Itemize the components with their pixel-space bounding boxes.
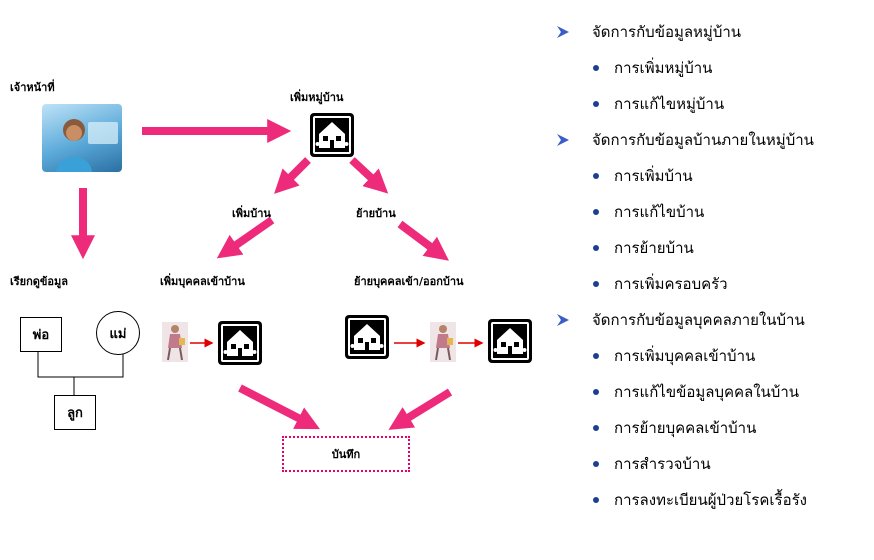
view-data-label: เรียกดูข้อมูล xyxy=(10,275,69,288)
list-item: การเพิ่มหมู่บ้าน xyxy=(556,50,874,86)
family-tree-connectors xyxy=(37,350,124,395)
officer-photo xyxy=(42,104,122,172)
item-label: การเพิ่มบุคคลเข้าบ้าน xyxy=(614,347,756,365)
village-house-icon xyxy=(309,112,355,158)
move-to-house-icon xyxy=(487,318,533,364)
record-label: บันทึก xyxy=(331,448,361,461)
move-person-label: ย้ายบุคคลเข้า/ออกบ้าน xyxy=(354,275,464,288)
item-label: การเพิ่มครอบครัว xyxy=(614,275,728,293)
item-label: การย้ายบ้าน xyxy=(614,239,694,257)
section-village: จัดการกับข้อมูลหมู่บ้าน xyxy=(556,14,874,50)
mother-circle: แม่ xyxy=(96,311,140,355)
list-item: การแก้ไขบ้าน xyxy=(556,194,874,230)
bullet-icon xyxy=(593,281,599,287)
list-item: การแก้ไขหมู่บ้าน xyxy=(556,86,874,122)
bullet-icon xyxy=(593,245,599,251)
add-house-label: เพิ่มบ้าน xyxy=(232,207,271,220)
list-item: การเพิ่มครอบครัว xyxy=(556,266,874,302)
arrow-to-move-person xyxy=(397,220,449,261)
item-label: การเพิ่มหมู่บ้าน xyxy=(614,59,713,77)
bullet-icon xyxy=(593,389,599,395)
bullet-icon xyxy=(593,461,599,467)
father-box: พ่อ xyxy=(20,317,62,352)
child-box: ลูก xyxy=(54,395,96,430)
arrow-bullet-icon xyxy=(557,134,569,146)
item-label: การแก้ไขข้อมูลบุคคลในบ้าน xyxy=(614,383,800,401)
bullet-icon xyxy=(593,209,599,215)
moving-person-icon xyxy=(430,322,456,362)
arrow-bullet-icon xyxy=(557,314,569,326)
section-house: จัดการกับข้อมูลบ้านภายในหมู่บ้าน xyxy=(556,122,874,158)
bullet-icon xyxy=(593,173,599,179)
bullet-icon xyxy=(593,65,599,71)
item-label: การย้ายบุคคลเข้าบ้าน xyxy=(614,419,757,437)
list-item: การลงทะเบียนผู้ป่วยโรคเรื้อรัง xyxy=(556,482,874,518)
arrow-village-to-add-house xyxy=(274,157,311,194)
arrow-move-to-record xyxy=(388,388,453,430)
item-label: การเพิ่มบ้าน xyxy=(614,167,693,185)
section-person: จัดการกับข้อมูลบุคคลภายในบ้าน xyxy=(556,302,874,338)
item-label: การแก้ไขบ้าน xyxy=(614,203,705,221)
add-person-house-icon xyxy=(217,320,263,366)
section-title: จัดการกับข้อมูลหมู่บ้าน xyxy=(592,23,742,41)
move-from-house-icon xyxy=(344,314,390,360)
section-title: จัดการกับข้อมูลบุคคลภายในบ้าน xyxy=(592,311,805,329)
item-label: การลงทะเบียนผู้ป่วยโรคเรื้อรัง xyxy=(614,491,807,509)
list-item: การย้ายบ้าน xyxy=(556,230,874,266)
arrow-bullet-icon xyxy=(557,26,569,38)
feature-list: จัดการกับข้อมูลหมู่บ้าน การเพิ่มหมู่บ้าน… xyxy=(556,14,874,518)
list-item: การสำรวจบ้าน xyxy=(556,446,874,482)
arrow-village-to-move-house xyxy=(349,157,389,194)
list-item: การเพิ่มบ้าน xyxy=(556,158,874,194)
add-village-label: เพิ่มหมู่บ้าน xyxy=(290,91,344,104)
list-item: การย้ายบุคคลเข้าบ้าน xyxy=(556,410,874,446)
person-icon xyxy=(162,322,188,362)
list-item: การแก้ไขข้อมูลบุคคลในบ้าน xyxy=(556,374,874,410)
bullet-icon xyxy=(593,425,599,431)
bullet-icon xyxy=(593,353,599,359)
list-item: การเพิ่มบุคคลเข้าบ้าน xyxy=(556,338,874,374)
section-title: จัดการกับข้อมูลบ้านภายในหมู่บ้าน xyxy=(592,131,814,149)
record-box: บันทึก xyxy=(282,436,410,472)
bullet-icon xyxy=(593,101,599,107)
officer-label: เจ้าหน้าที่ xyxy=(10,81,55,94)
arrow-add-to-record xyxy=(238,384,320,430)
add-person-label: เพิ่มบุคคลเข้าบ้าน xyxy=(160,275,245,288)
bullet-icon xyxy=(593,497,599,503)
item-label: การสำรวจบ้าน xyxy=(614,455,711,473)
arrow-to-add-person xyxy=(216,216,275,259)
item-label: การแก้ไขหมู่บ้าน xyxy=(614,95,725,113)
move-house-label: ย้ายบ้าน xyxy=(356,207,396,220)
